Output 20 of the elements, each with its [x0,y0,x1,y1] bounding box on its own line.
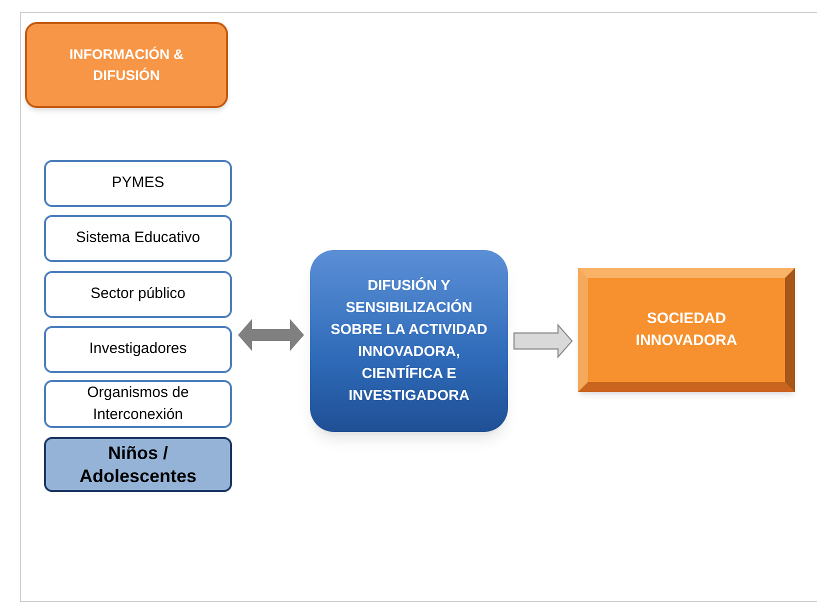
process-box [310,250,508,432]
group-box [44,271,232,318]
arrow [238,319,304,351]
node-label: Niños / Adolescentes [78,442,198,487]
group-box [44,215,232,262]
group-box [44,326,232,373]
node-label: DIFUSIÓN Y SENSIBILIZACIÓN SOBRE LA ACTIVIDAD INNOVADORA, CIENTÍFICA E INVESTIGADORA [330,276,488,406]
group-box [44,380,232,428]
group-box [44,437,232,492]
node-label: Sector público [90,284,186,304]
node-label: Sistema Educativo [76,228,200,248]
outcome-box [578,268,795,392]
arrow [513,323,573,359]
node-label: PYMES [112,173,164,194]
title-box [25,22,228,108]
node-label: Investigadores [89,339,187,360]
group-box [44,160,232,207]
node-label: INFORMACIÓN & DIFUSIÓN [68,45,185,85]
node-label: SOCIEDAD INNOVADORA [634,308,738,351]
node-label: Organismos de Interconexión [86,382,190,425]
